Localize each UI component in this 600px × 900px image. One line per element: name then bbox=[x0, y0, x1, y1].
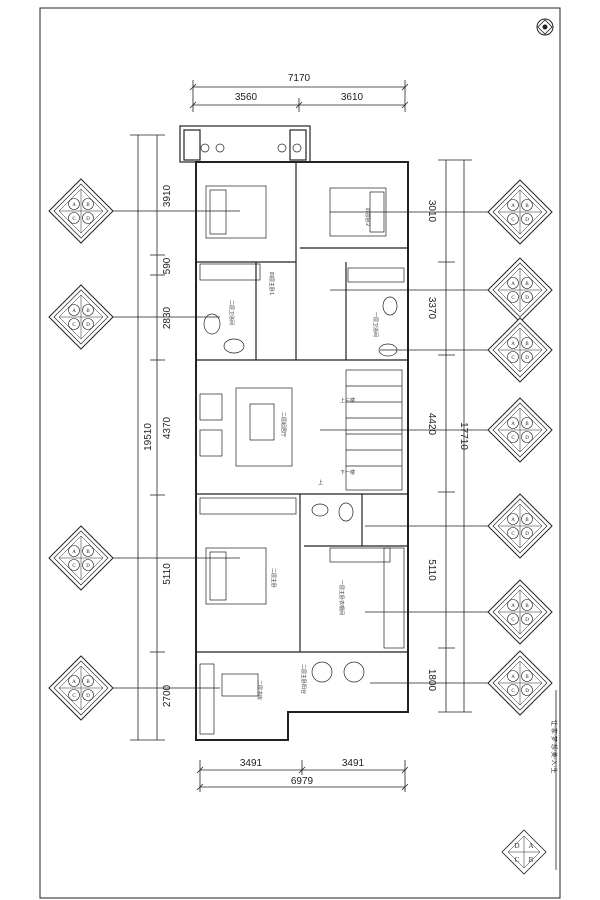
elevation-marker-right-5 bbox=[487, 493, 553, 559]
elevation-marker-right-6 bbox=[487, 579, 553, 645]
elevation-marker-left-2 bbox=[48, 284, 114, 350]
stair-label-up-2: 上 bbox=[318, 479, 323, 486]
room-label-bedroom-1: 四层主卧1 bbox=[268, 272, 275, 295]
stair-label-down: 下一楼 bbox=[340, 469, 355, 476]
elevation-marker-right-3 bbox=[487, 317, 553, 383]
bottom-dimension-lines bbox=[196, 760, 409, 792]
dim-left-seg-6: 2700 bbox=[162, 684, 173, 707]
dim-bottom-total: 6979 bbox=[291, 776, 314, 787]
elevation-marker-left-1 bbox=[48, 178, 114, 244]
brand-logo bbox=[536, 18, 554, 36]
room-label-living: 二层起居厅 bbox=[280, 412, 286, 437]
stair-label-up: 上三楼 bbox=[340, 397, 355, 404]
elevation-marker-right-4 bbox=[487, 397, 553, 463]
dim-bottom-right: 3491 bbox=[342, 758, 365, 769]
dim-right-seg-3: 4420 bbox=[426, 413, 437, 436]
dim-left-total: 19510 bbox=[143, 423, 154, 451]
dim-left-seg-5: 5110 bbox=[162, 563, 173, 585]
room-label-study: 二层书房 bbox=[256, 680, 263, 700]
dim-top-total: 7170 bbox=[288, 73, 311, 84]
dim-right-seg-1: 3010 bbox=[426, 200, 437, 223]
room-label-bath-left: 二层卫浴间 bbox=[228, 300, 235, 325]
dim-bottom-left: 3491 bbox=[240, 758, 263, 769]
elevation-marker-right-1 bbox=[487, 179, 553, 245]
dim-top-right: 3610 bbox=[341, 92, 364, 103]
dim-left-seg-2: 590 bbox=[162, 257, 173, 274]
sheet-border bbox=[39, 7, 561, 899]
dim-right-seg-2: 3370 bbox=[426, 297, 437, 320]
dim-top-left: 3560 bbox=[235, 92, 258, 103]
furniture bbox=[199, 143, 405, 735]
floor-plan bbox=[179, 125, 409, 741]
dim-right-total: 17710 bbox=[458, 422, 469, 450]
dim-left-seg-3: 2830 bbox=[162, 306, 173, 329]
dim-left-seg-1: 3910 bbox=[162, 184, 173, 207]
dim-left-seg-4: 4370 bbox=[162, 416, 173, 439]
left-dimension-lines bbox=[130, 134, 165, 741]
room-label-balcony: 二层主卧阳台 bbox=[300, 664, 307, 694]
side-tagline: 让·家·梦·想·美·入·生 bbox=[550, 720, 558, 773]
dim-right-seg-4: 5110 bbox=[426, 559, 437, 581]
room-label-bedroom-2: 四层卧2 bbox=[364, 208, 371, 226]
room-label-bath-right: 一层卫浴间 bbox=[372, 312, 379, 337]
room-label-master-bedroom: 二层主卧 bbox=[270, 568, 277, 588]
room-label-wardrobe: 一层主卧衣帽间 bbox=[338, 580, 345, 615]
elevation-marker-right-2 bbox=[487, 257, 553, 323]
compass-letter-d: D bbox=[514, 842, 519, 850]
compass-letter-a: A bbox=[528, 842, 533, 850]
right-dimension-lines bbox=[438, 159, 472, 713]
compass-letter-c: C bbox=[515, 856, 520, 864]
compass-letter-b: B bbox=[529, 856, 534, 864]
compass-icon bbox=[501, 829, 547, 875]
dim-right-seg-5: 1800 bbox=[426, 669, 437, 692]
leader-lines bbox=[112, 210, 488, 689]
elevation-marker-left-3 bbox=[48, 525, 114, 591]
top-dimension-lines bbox=[189, 80, 409, 112]
elevation-marker-right-7 bbox=[487, 650, 553, 716]
elevation-marker-left-4 bbox=[48, 655, 114, 721]
